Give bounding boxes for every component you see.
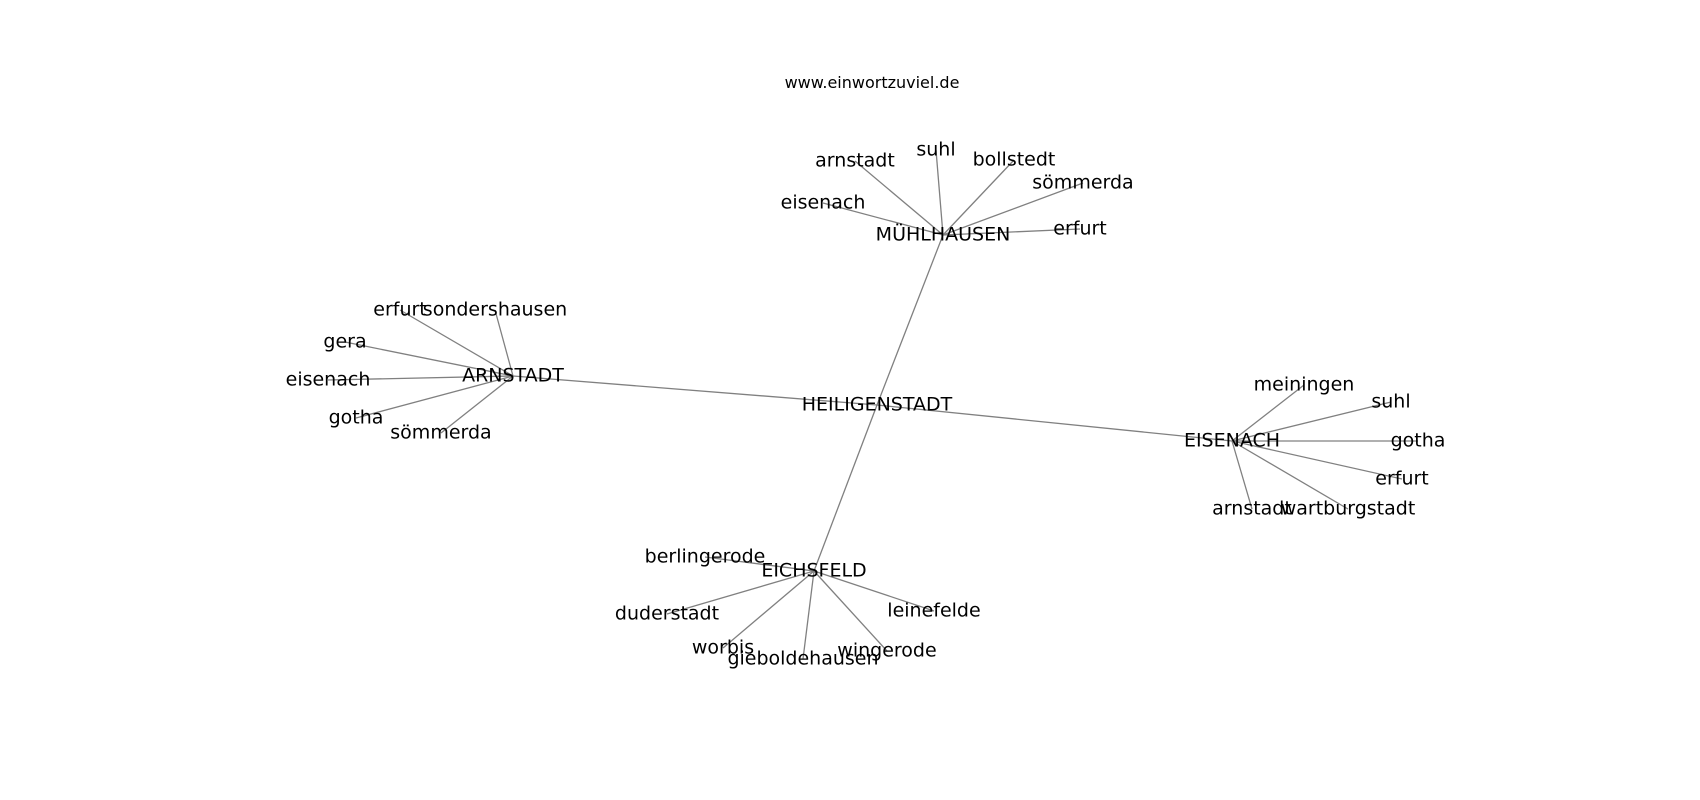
edge-muehlhausen-3 — [942, 182, 1084, 236]
root-node-label: HEILIGENSTADT — [802, 394, 953, 416]
leaf-node-label-eisenach-3: erfurt — [1375, 468, 1429, 490]
edge-arnstadt-3 — [327, 375, 514, 381]
leaf-node-label-eichsfeld-4: wingerode — [837, 640, 936, 662]
edge-muehlhausen-1 — [935, 149, 944, 236]
hub-node-label-eisenach: EISENACH — [1184, 430, 1280, 452]
edge-eisenach-4 — [1231, 440, 1253, 510]
edge-root-muehlhausen — [876, 234, 944, 406]
edge-eisenach-5 — [1231, 440, 1349, 510]
leaf-node-label-muehlhausen-1: suhl — [916, 139, 955, 161]
edge-eisenach-3 — [1231, 440, 1403, 480]
leaf-node-label-muehlhausen-3: sömmerda — [1032, 172, 1133, 194]
edge-eisenach-1 — [1231, 401, 1392, 442]
leaf-node-label-eichsfeld-2: leinefelde — [887, 600, 980, 622]
edge-eichsfeld-5 — [802, 570, 815, 660]
leaf-node-label-eichsfeld-0: berlingerode — [645, 546, 766, 568]
edge-muehlhausen-5 — [942, 228, 1081, 236]
edge-arnstadt-5 — [440, 375, 514, 434]
edge-eichsfeld-2 — [813, 570, 935, 612]
hub-node-label-arnstadt: ARNSTADT — [462, 365, 564, 387]
leaf-node-label-muehlhausen-4: eisenach — [781, 192, 866, 214]
edges-layer — [327, 149, 1418, 660]
leaf-node-label-eichsfeld-3: worbis — [692, 637, 754, 659]
edge-arnstadt-4 — [355, 375, 514, 419]
leaf-node-label-eisenach-5: wartburgstadt — [1281, 498, 1416, 520]
edge-muehlhausen-4 — [822, 202, 944, 236]
edge-arnstadt-2 — [344, 341, 514, 377]
leaf-node-label-eisenach-0: meiningen — [1254, 374, 1355, 396]
edge-root-eisenach — [876, 404, 1233, 442]
leaf-node-label-arnstadt-3: eisenach — [286, 369, 371, 391]
edge-arnstadt-1 — [494, 309, 514, 377]
edge-eisenach-0 — [1231, 384, 1305, 442]
edge-root-eichsfeld — [813, 404, 878, 572]
hub-node-label-eichsfeld: EICHSFELD — [761, 560, 866, 582]
leaf-node-label-arnstadt-5: sömmerda — [390, 422, 491, 444]
edge-eichsfeld-4 — [813, 570, 888, 652]
leaf-node-label-muehlhausen-2: bollstedt — [973, 149, 1056, 171]
leaf-node-label-eisenach-2: gotha — [1391, 430, 1446, 452]
leaf-node-label-eichsfeld-1: duderstadt — [615, 603, 719, 625]
leaf-node-label-arnstadt-1: sondershausen — [423, 299, 567, 321]
leaf-node-label-eisenach-4: arnstadt — [1212, 498, 1292, 520]
site-title: www.einwortzuviel.de — [785, 73, 960, 92]
leaf-node-label-muehlhausen-0: arnstadt — [815, 150, 895, 172]
leaf-node-label-eichsfeld-5: gieboldehausen — [727, 648, 878, 670]
edge-muehlhausen-2 — [942, 159, 1015, 236]
hub-node-label-muehlhausen: MÜHLHAUSEN — [876, 223, 1011, 246]
edge-eichsfeld-0 — [704, 556, 815, 572]
leaf-node-label-eisenach-1: suhl — [1371, 391, 1410, 413]
leaf-node-label-muehlhausen-5: erfurt — [1053, 218, 1107, 240]
edge-root-arnstadt — [512, 375, 878, 406]
leaf-node-label-arnstadt-0: erfurt — [373, 299, 427, 321]
leaf-node-label-arnstadt-2: gera — [323, 331, 366, 353]
edge-muehlhausen-0 — [854, 160, 944, 236]
edge-eichsfeld-3 — [722, 570, 815, 649]
edge-arnstadt-0 — [399, 309, 514, 377]
labels-layer: HEILIGENSTADT MÜHLHAUSEN arnstadt suhl bolls… — [286, 139, 1446, 670]
leaf-node-label-arnstadt-4: gotha — [329, 407, 384, 429]
edge-eichsfeld-1 — [666, 570, 815, 615]
